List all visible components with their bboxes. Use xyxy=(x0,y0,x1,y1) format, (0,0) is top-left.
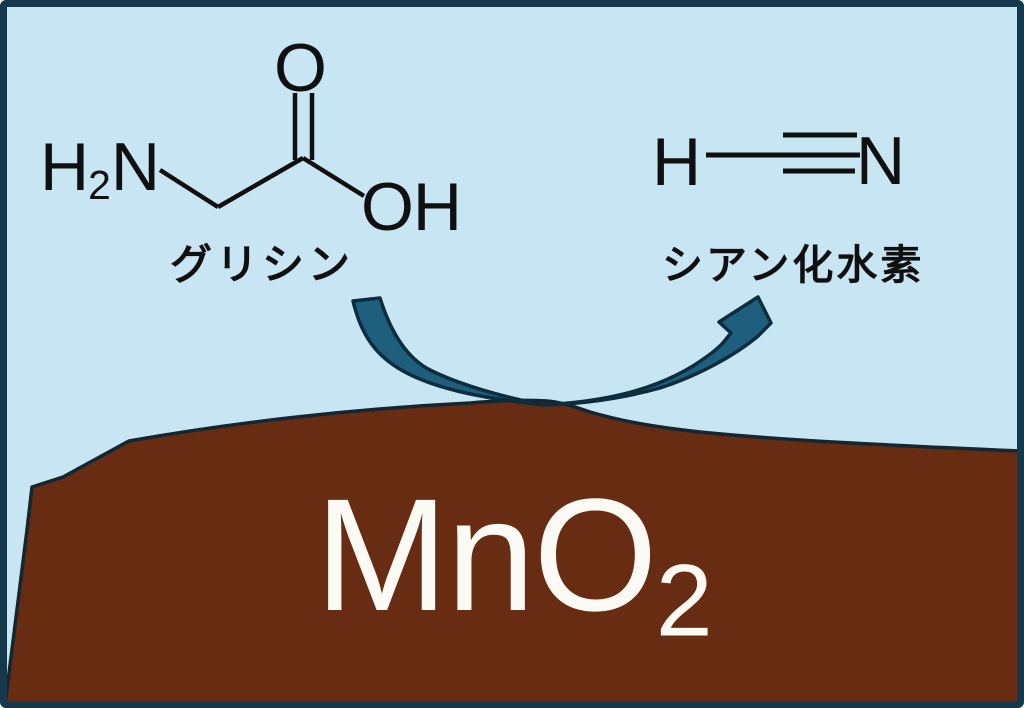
amine-subscript: 2 xyxy=(88,161,111,208)
mno2-main-label: MnO xyxy=(315,465,658,644)
carbonyl-oxygen-label: O xyxy=(274,30,327,106)
hcn-structure-bonds xyxy=(706,132,860,174)
bond-carboxyl-to-hydroxyl xyxy=(301,156,366,198)
amine-h-label: H xyxy=(40,129,89,205)
reaction-arrow-right-swoosh xyxy=(541,295,773,407)
hcn-name-label: シアン化水素 xyxy=(662,242,925,288)
hydroxyl-group-label: OH xyxy=(361,169,462,245)
reaction-arrow-icon xyxy=(351,295,773,407)
reaction-arrow-left-swoosh xyxy=(351,296,545,407)
glycine-structure-bonds xyxy=(158,93,366,209)
mno2-formula: MnO2 xyxy=(315,475,713,652)
amine-n-label: N xyxy=(110,129,160,205)
hcn-nitrogen-label: N xyxy=(856,123,905,199)
bond-ch2-to-carboxyl xyxy=(216,156,305,209)
mno2-subscript: 2 xyxy=(655,542,713,658)
bond-amine-to-ch2 xyxy=(158,168,220,209)
glycine-name-label: グリシン xyxy=(170,241,355,288)
hcn-hydrogen-label: H xyxy=(652,124,701,200)
glycine-amine-group: H2N xyxy=(40,133,160,208)
